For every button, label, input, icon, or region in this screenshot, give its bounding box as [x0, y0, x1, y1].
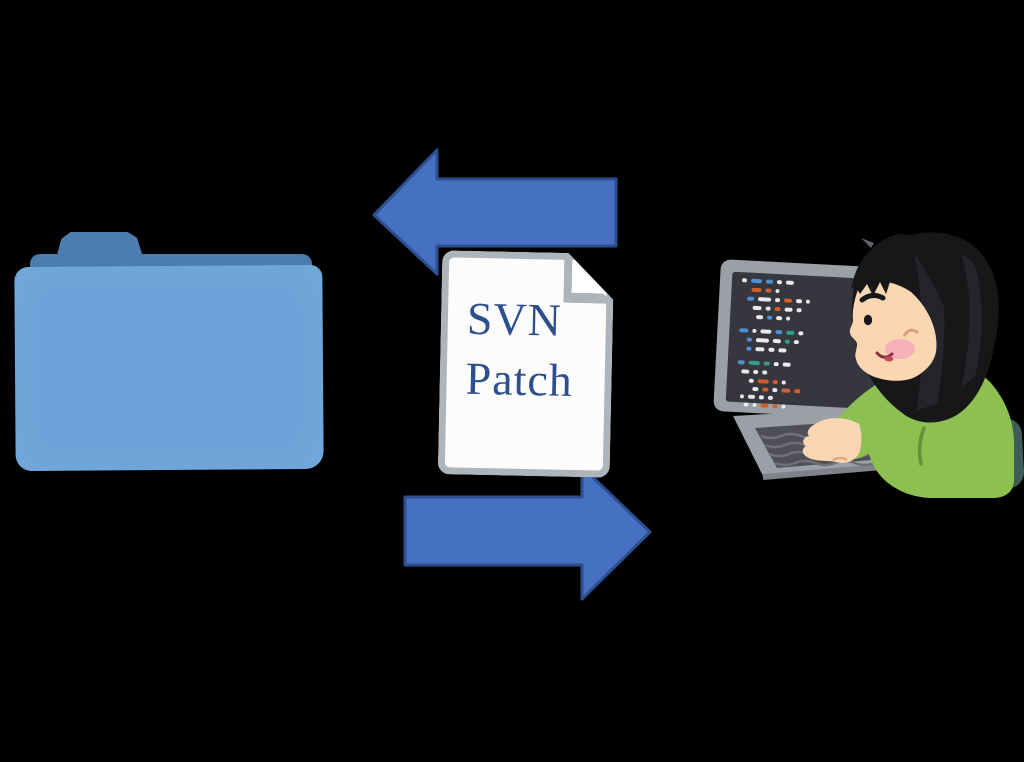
code-token [742, 278, 748, 283]
code-token [748, 378, 754, 383]
programmer-illustration [713, 232, 1024, 498]
ear-line [902, 328, 919, 337]
code-token [793, 340, 799, 345]
code-token [753, 370, 759, 375]
code-token [784, 298, 793, 303]
code-token [747, 296, 755, 301]
code-token [747, 394, 755, 399]
code-token [762, 387, 769, 392]
code-token [781, 380, 786, 385]
head [849, 232, 999, 423]
code-token [798, 331, 804, 336]
lower-lip [884, 356, 894, 362]
eyebrow [859, 292, 886, 303]
code-token [776, 280, 782, 285]
document-title: SVN Patch [465, 289, 575, 411]
code-token [796, 299, 803, 304]
code-token [768, 347, 775, 352]
document-title-line2: Patch [465, 352, 574, 406]
code-token [765, 279, 773, 284]
arrow-right-shape [403, 465, 652, 601]
code-token [765, 306, 771, 311]
code-token [784, 307, 793, 312]
mouth [875, 351, 894, 359]
code-token [752, 305, 762, 311]
code-token [772, 380, 778, 385]
code-token [796, 308, 802, 313]
code-token [746, 346, 752, 351]
code-token [786, 316, 791, 321]
code-lines [737, 278, 810, 409]
code-token [767, 315, 773, 320]
svn-patch-document: SVN Patch [438, 250, 615, 478]
code-token [762, 370, 768, 375]
code-token [772, 404, 778, 409]
code-token [752, 328, 757, 333]
code-token [763, 361, 770, 366]
hair-side [899, 234, 970, 360]
code-token [760, 403, 769, 408]
hand [802, 418, 862, 463]
code-token [778, 348, 787, 353]
thumb-line [832, 456, 848, 462]
code-token [746, 337, 752, 342]
hair-streak [961, 254, 982, 388]
code-token [773, 362, 779, 367]
hair-tuft [861, 238, 874, 248]
code-token [757, 379, 769, 384]
code-token [739, 394, 744, 399]
code-token [785, 280, 794, 285]
code-token [760, 329, 772, 334]
code-token [772, 339, 781, 344]
code-token [752, 386, 759, 392]
code-token [739, 328, 749, 333]
code-token [781, 388, 791, 393]
code-token [751, 287, 762, 293]
code-token [765, 288, 772, 293]
code-token [748, 360, 760, 366]
code-token [755, 347, 765, 352]
code-token [741, 369, 750, 374]
code-token [781, 404, 786, 409]
code-token [767, 395, 773, 400]
code-token [758, 297, 772, 302]
code-token [756, 315, 764, 320]
code-token [805, 299, 810, 304]
code-token [774, 307, 781, 312]
code-token [776, 316, 783, 321]
code-token [794, 389, 801, 394]
folder-front [14, 264, 324, 472]
arrow-right-icon [403, 465, 652, 601]
code-token [758, 395, 764, 400]
code-token [775, 289, 780, 294]
code-token [737, 360, 745, 365]
code-token [751, 278, 763, 284]
code-token [786, 330, 795, 335]
code-token [743, 402, 749, 407]
eye [863, 314, 873, 326]
code-token [775, 298, 781, 303]
code-token [775, 330, 783, 335]
document-title-line1: SVN [466, 292, 563, 346]
code-token [755, 338, 769, 343]
code-token [772, 388, 778, 393]
arrow-left-icon [372, 148, 618, 276]
code-token [782, 362, 791, 367]
code-token [784, 339, 790, 344]
code-token [752, 403, 757, 408]
arrow-left-shape [372, 148, 618, 276]
sleeve-fold [917, 426, 926, 466]
